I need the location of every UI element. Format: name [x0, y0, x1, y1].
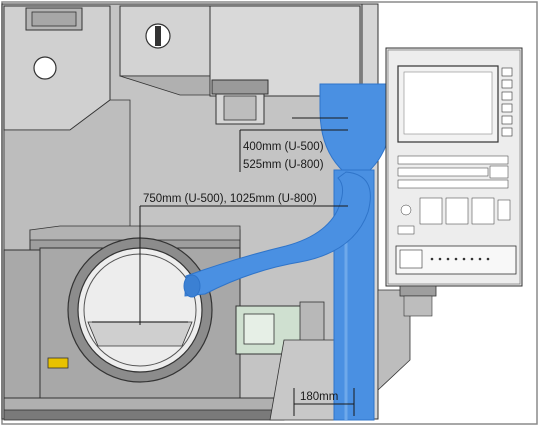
dimension-lines	[139, 117, 355, 416]
spindle	[211, 79, 269, 125]
dimension-label-180: 180mm	[300, 391, 338, 403]
warning-label	[47, 357, 69, 369]
machine-base	[3, 289, 411, 421]
keypad-upper	[397, 155, 509, 189]
dimension-label-750: 750mm (U-500), 1025mm (U-800)	[143, 193, 317, 205]
dimension-label-525: 525mm (U-800)	[243, 159, 324, 171]
extraction-duct-icon	[183, 83, 393, 421]
keypad-lower	[397, 197, 511, 235]
clamp-block	[235, 301, 325, 357]
dimension-label-400: 400mm (U-500)	[243, 141, 324, 153]
cnc-control-panel-icon	[385, 47, 523, 317]
rotary-table-icon	[3, 225, 241, 401]
